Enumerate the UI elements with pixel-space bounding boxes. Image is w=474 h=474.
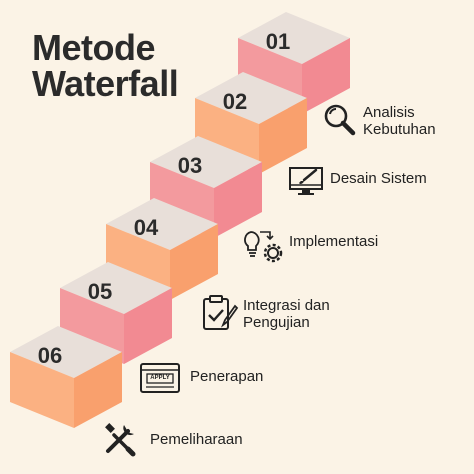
wrench-screwdriver-icon (105, 423, 136, 457)
step-top-face (238, 12, 350, 64)
step-block-06: 06 (10, 326, 122, 428)
step-front-face (10, 352, 74, 428)
magnifier-icon (324, 104, 356, 136)
apply-text: APPLY (150, 375, 170, 381)
bulb-gear-icon (244, 231, 283, 263)
step-block-05: 05 (60, 262, 172, 364)
step-top-face (10, 326, 122, 378)
step-5-label: Penerapan (190, 368, 264, 385)
step-side-face (170, 224, 218, 300)
step-2-label: Desain Sistem (330, 170, 427, 187)
step-3-label: Implementasi (289, 233, 379, 250)
step-number: 01 (266, 29, 290, 54)
step-side-face (302, 38, 350, 114)
step-number: 02 (223, 89, 247, 114)
step-side-face (74, 352, 122, 428)
step-top-face (60, 262, 172, 314)
monitor-brush-icon (289, 167, 323, 195)
step-side-face (124, 288, 172, 364)
step-side-face (259, 98, 307, 174)
step-top-face (106, 198, 218, 250)
title-line-2: Waterfall (32, 63, 179, 104)
step-front-face (60, 288, 124, 364)
diagram-title: Metode Waterfall (32, 27, 179, 104)
step-6-label: Pemeliharaan (150, 431, 243, 448)
title-line-1: Metode (32, 27, 156, 68)
step-top-face (150, 136, 262, 188)
step-side-face (214, 162, 262, 238)
step-number: 04 (134, 215, 159, 240)
clipboard-check-icon (203, 295, 239, 330)
step-block-04: 04 (106, 198, 218, 300)
apply-window-icon: APPLY (140, 362, 180, 394)
step-number: 05 (88, 279, 112, 304)
step-number: 03 (178, 153, 202, 178)
step-number: 06 (38, 343, 62, 368)
step-top-face (195, 72, 307, 124)
